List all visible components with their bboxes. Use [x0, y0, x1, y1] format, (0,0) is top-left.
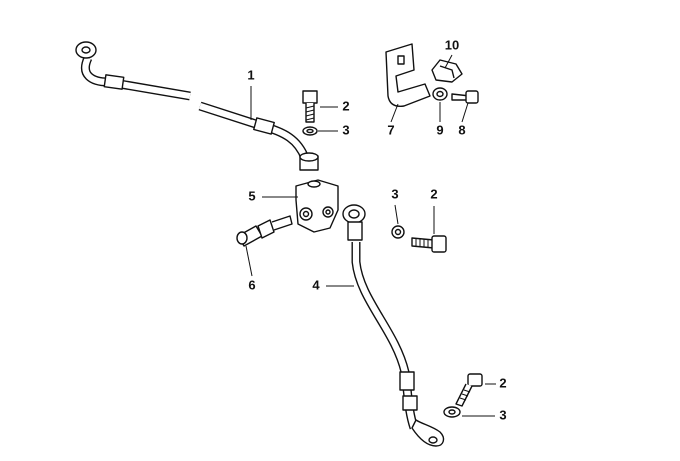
- callout-7: 7: [387, 122, 394, 137]
- bolt-top-part: [302, 90, 318, 136]
- bracket-assembly-part: [385, 43, 479, 107]
- callout-2-bottom: 2: [499, 375, 506, 390]
- callout-4: 4: [312, 277, 320, 292]
- callout-3-bottom: 3: [499, 407, 506, 422]
- callout-3-mid: 3: [391, 186, 398, 201]
- callout-5: 5: [248, 188, 255, 203]
- brake-hose-part: [342, 204, 445, 447]
- callout-2-mid: 2: [430, 186, 437, 201]
- bolt-mid-part: [391, 225, 447, 253]
- callout-10: 10: [445, 37, 459, 52]
- callout-8: 8: [458, 122, 465, 137]
- distributor-part: [295, 179, 339, 233]
- brake-line-top-part: [75, 41, 319, 171]
- callout-9: 9: [436, 122, 443, 137]
- callout-2-top: 2: [342, 98, 349, 113]
- callout-6: 6: [248, 277, 255, 292]
- leader-lines: [245, 54, 496, 417]
- bleeder-screw-part: [236, 215, 293, 247]
- bolt-bottom-part: [443, 373, 483, 418]
- callout-3-top: 3: [342, 122, 349, 137]
- callout-1: 1: [247, 67, 254, 82]
